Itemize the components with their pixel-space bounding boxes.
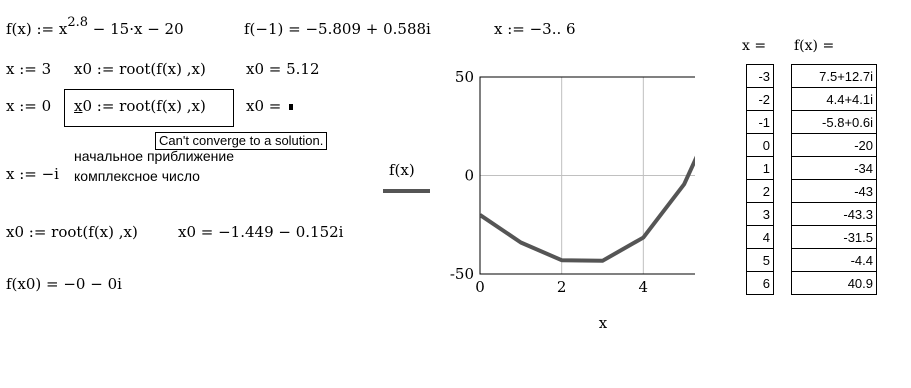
f-table-row: -20 xyxy=(791,133,877,157)
root-definition-1[interactable]: x0 := root(f(x) ,x) xyxy=(74,60,206,78)
root-definition-2[interactable]: x0 := root(f(x) ,x) xyxy=(74,97,206,115)
placeholder-mark xyxy=(289,104,294,110)
f-table-row: -4.4 xyxy=(791,248,877,272)
x-tick-labels: 0246 xyxy=(475,278,649,296)
comment-line-2: комплексное число xyxy=(74,168,200,184)
f-table-cell: -4.4 xyxy=(791,248,877,272)
f-table-cell: 4.4+4.1i xyxy=(791,87,877,111)
x-table-cell: -2 xyxy=(746,87,774,111)
x-tick-label: 0 xyxy=(475,278,485,296)
x-table-cell: 2 xyxy=(746,179,774,203)
f-table-row: -5.8+0.6i xyxy=(791,110,877,134)
y-tick-label: 0 xyxy=(464,167,474,185)
f-table-row: -31.5 xyxy=(791,225,877,249)
f-table-row: 4.4+4.1i xyxy=(791,87,877,111)
x-table-cell: 3 xyxy=(746,202,774,226)
x-table-row: -3 xyxy=(746,64,774,88)
f-table-cell: -43 xyxy=(791,179,877,203)
x-table-cell: 0 xyxy=(746,133,774,157)
plot-trace xyxy=(480,155,695,263)
trace-polyline xyxy=(480,155,695,263)
def-f-exponent: 2.8 xyxy=(67,15,89,30)
plot-xlabel: x xyxy=(599,314,608,332)
assign-x-neg-i[interactable]: x := −i xyxy=(6,165,59,183)
root-result-2[interactable]: x0 = xyxy=(246,97,294,115)
x-table-row: 1 xyxy=(746,156,774,180)
selected-region-box[interactable] xyxy=(64,89,234,127)
def-f-prefix: f(x) := x xyxy=(6,20,68,38)
assign-x-0[interactable]: x := 0 xyxy=(6,97,52,115)
x-table-row: 2 xyxy=(746,179,774,203)
x-table-row: 3 xyxy=(746,202,774,226)
x-table-cell: -1 xyxy=(746,110,774,134)
error-tooltip: Can't converge to a solution. xyxy=(155,132,328,150)
f-table-cell: 40.9 xyxy=(791,271,877,295)
comment-line-1: начальное приближение xyxy=(74,148,235,164)
function-definition[interactable]: f(x) := x2.8 − 15·x − 20 xyxy=(6,15,184,40)
f-table-row: -43.3 xyxy=(791,202,877,226)
f-table-cell: -20 xyxy=(791,133,877,157)
x-tick-label: 4 xyxy=(639,278,649,296)
f-table-cell: 7.5+12.7i xyxy=(791,64,877,88)
f-table-row: 7.5+12.7i xyxy=(791,64,877,88)
root-definition-3[interactable]: x0 := root(f(x) ,x) xyxy=(6,223,138,241)
x-table-row: 4 xyxy=(746,225,774,249)
root-result-1[interactable]: x0 = 5.12 xyxy=(246,60,320,78)
f-table-row: -43 xyxy=(791,179,877,203)
comment-text[interactable]: начальное приближение комплексное число xyxy=(74,146,234,186)
eval-f-x0[interactable]: f(x0) = −0 − 0i xyxy=(6,275,122,293)
xy-plot[interactable]: f(x) 500-50 0246 x xyxy=(375,65,695,355)
f-table-row: -34 xyxy=(791,156,877,180)
f-table-cell: -5.8+0.6i xyxy=(791,110,877,134)
x-table-cell: 1 xyxy=(746,156,774,180)
root-def-tail: 0 := root(f(x) ,x) xyxy=(82,97,206,115)
x-table-cell: 5 xyxy=(746,248,774,272)
f-table-cell: -34 xyxy=(791,156,877,180)
root-result-3[interactable]: x0 = −1.449 − 0.152i xyxy=(178,223,344,241)
table-f-header: f(x) = xyxy=(794,38,835,54)
y-tick-label: -50 xyxy=(450,265,474,283)
assign-x-3[interactable]: x := 3 xyxy=(6,60,52,78)
eval-f-neg1[interactable]: f(−1) = −5.809 + 0.588i xyxy=(244,20,431,38)
range-definition[interactable]: x := −3.. 6 xyxy=(494,20,576,38)
x-table-row: -1 xyxy=(746,110,774,134)
x-table-row: 5 xyxy=(746,248,774,272)
y-tick-labels: 50 0 -50 xyxy=(450,68,474,283)
def-f-suffix: − 15·x − 20 xyxy=(88,20,184,38)
plot-border xyxy=(479,76,695,275)
x-table-row: 0 xyxy=(746,133,774,157)
x-table-cell: -3 xyxy=(746,64,774,88)
root-result-2-label: x0 = xyxy=(246,97,287,115)
y-tick-label: 50 xyxy=(455,68,474,86)
f-table-cell: -31.5 xyxy=(791,225,877,249)
x-tick-label: 2 xyxy=(557,278,567,296)
plot-frame xyxy=(479,76,695,275)
x-table-row: -2 xyxy=(746,87,774,111)
f-table-row: 40.9 xyxy=(791,271,877,295)
x-table-row: 6 xyxy=(746,271,774,295)
edit-caret-x: x xyxy=(74,97,83,115)
plot-grid xyxy=(480,77,695,274)
x-table-cell: 6 xyxy=(746,271,774,295)
table-x-header: x = xyxy=(742,38,767,54)
x-table-cell: 4 xyxy=(746,225,774,249)
plot-ylabel: f(x) xyxy=(389,161,415,179)
f-table-cell: -43.3 xyxy=(791,202,877,226)
